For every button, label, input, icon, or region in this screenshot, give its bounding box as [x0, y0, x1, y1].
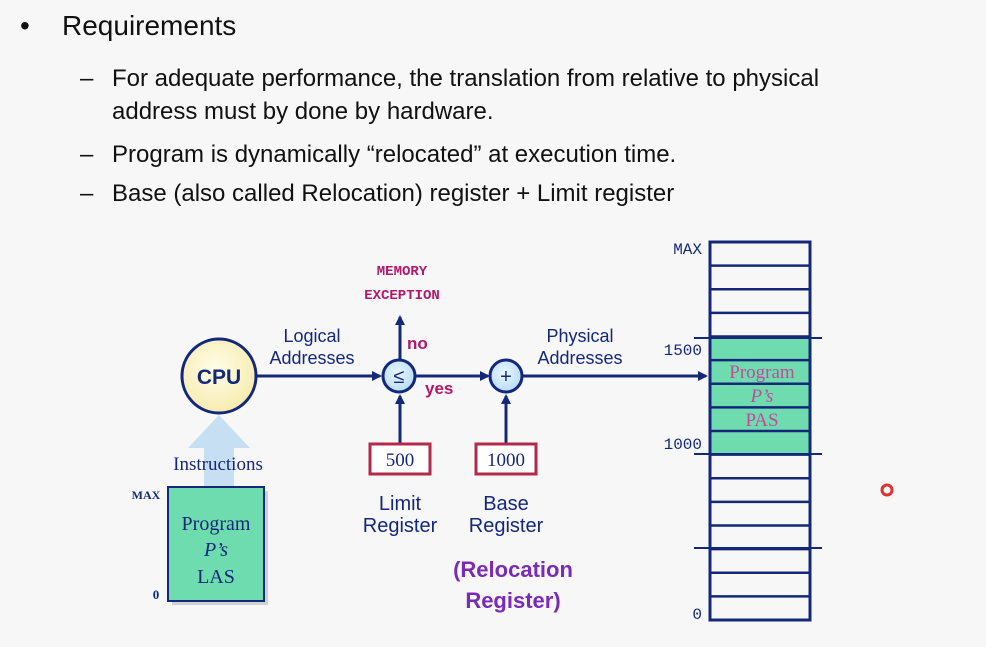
memory-cell-dividers	[710, 264, 810, 598]
las-max-label: MAX	[132, 488, 161, 502]
pas-line1: Program	[729, 362, 795, 383]
yes-label: yes	[425, 379, 453, 398]
physical-addresses-line2: Addresses	[537, 348, 622, 368]
compare-symbol: ≤	[394, 366, 405, 388]
pas-program-region	[710, 338, 810, 454]
bullet-dot: •	[20, 10, 30, 41]
las-line1: Program	[182, 513, 251, 535]
las-line3: LAS	[197, 566, 235, 588]
logical-addresses-line2: Addresses	[269, 348, 354, 368]
pas-max-label: MAX	[673, 241, 702, 259]
las-line2: P’s	[203, 539, 228, 561]
pas-line3: PAS	[745, 410, 778, 431]
logical-addresses-line1: Logical	[283, 326, 340, 346]
cpu-label: CPU	[197, 366, 241, 389]
limit-register-box	[368, 442, 432, 476]
memory-exception-line1: MEMORY	[377, 264, 428, 280]
base-value: 1000	[487, 450, 525, 471]
relocation-register-line2: Register)	[465, 588, 560, 613]
base-register-box	[474, 442, 538, 476]
pas-1500-label: 1500	[664, 342, 702, 360]
sub-bullet-3-text: Base (also called Relocation) register +…	[112, 180, 675, 207]
pas-line2: P’s	[750, 386, 774, 407]
dash: –	[80, 180, 94, 207]
dash: –	[80, 141, 94, 168]
sub-bullet-1-line2: address must by done by hardware.	[112, 98, 494, 125]
dash: –	[80, 65, 94, 92]
base-register-line2: Register	[469, 515, 544, 537]
physical-addresses-line1: Physical	[546, 326, 613, 346]
physical-memory-stack	[694, 240, 822, 622]
sub-bullet-1-line1: For adequate performance, the translatio…	[112, 65, 820, 92]
instructions-label: Instructions	[173, 454, 263, 475]
relocation-register-line1: (Relocation	[453, 557, 573, 582]
limit-register-line1: Limit	[379, 493, 422, 515]
sub-bullet-2-text: Program is dynamically “relocated” at ex…	[112, 141, 677, 168]
pas-zero-label: 0	[692, 606, 702, 624]
las-box	[167, 486, 265, 602]
pas-1000-label: 1000	[664, 436, 702, 454]
limit-value: 500	[386, 450, 415, 471]
no-label: no	[407, 334, 428, 353]
pointer-cursor	[880, 483, 894, 497]
base-register-line1: Base	[483, 493, 529, 515]
limit-register-line2: Register	[363, 515, 438, 537]
memory-exception-line2: EXCEPTION	[364, 288, 440, 304]
add-symbol: +	[500, 366, 512, 388]
bullet-main-text: Requirements	[62, 10, 237, 41]
las-zero-label: 0	[153, 587, 160, 602]
instructions-arrow	[188, 415, 250, 487]
